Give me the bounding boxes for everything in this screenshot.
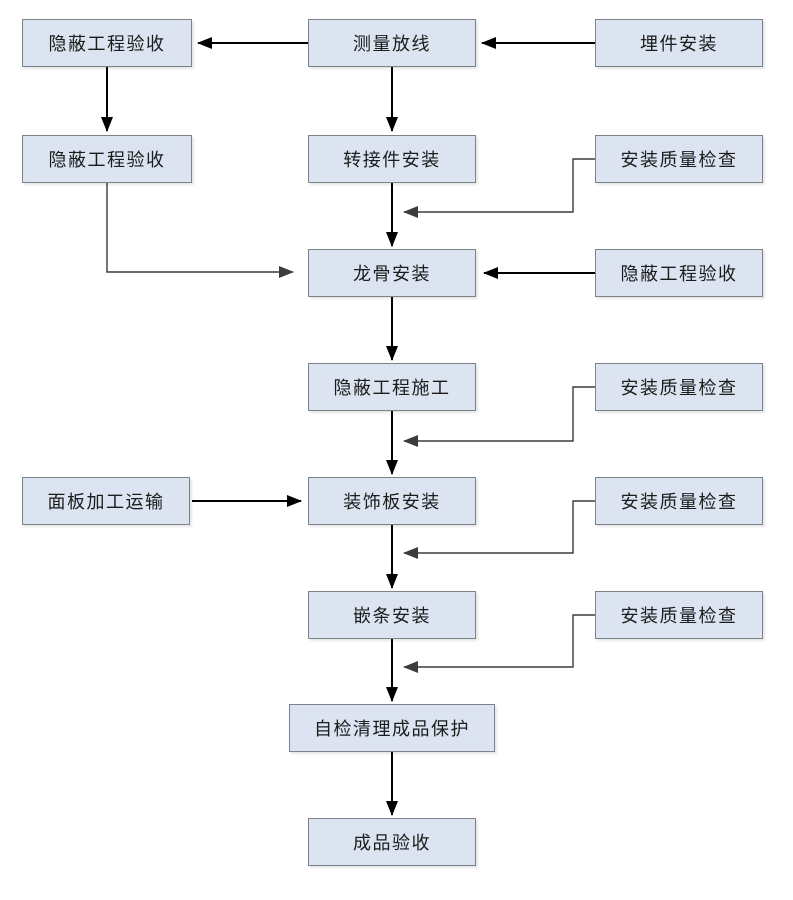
node-label: 隐蔽工程施工 bbox=[333, 378, 451, 399]
elbow-qc4 bbox=[403, 614, 595, 673]
node-hidden-work-construction: 隐蔽工程施工 bbox=[308, 363, 476, 411]
node-embedded-parts-install: 埋件安装 bbox=[595, 19, 763, 67]
node-decorative-panel-install: 装饰板安装 bbox=[308, 477, 476, 525]
node-adapter-install: 转接件安装 bbox=[308, 135, 476, 183]
node-hidden-work-acceptance-3: 隐蔽工程验收 bbox=[595, 249, 763, 297]
node-label: 嵌条安装 bbox=[353, 606, 431, 627]
node-label: 安装质量检查 bbox=[620, 150, 738, 171]
elbow-hidden2-to-keel bbox=[106, 183, 294, 278]
node-label: 转接件安装 bbox=[343, 150, 441, 171]
node-hidden-work-acceptance-1: 隐蔽工程验收 bbox=[22, 19, 192, 67]
node-survey-layout: 测量放线 bbox=[308, 19, 476, 67]
node-label: 安装质量检查 bbox=[620, 606, 738, 627]
node-label: 安装质量检查 bbox=[620, 378, 738, 399]
node-label: 安装质量检查 bbox=[620, 492, 738, 513]
node-install-quality-check-4: 安装质量检查 bbox=[595, 591, 763, 639]
node-label: 面板加工运输 bbox=[47, 492, 165, 513]
elbow-qc2 bbox=[403, 386, 595, 447]
elbow-qc1 bbox=[403, 158, 595, 218]
node-label: 埋件安装 bbox=[640, 34, 718, 55]
elbow-qc3 bbox=[403, 500, 595, 559]
node-self-check-cleanup-protection: 自检清理成品保护 bbox=[289, 704, 495, 752]
node-label: 隐蔽工程验收 bbox=[48, 34, 166, 55]
node-label: 自检清理成品保护 bbox=[314, 719, 470, 740]
node-hidden-work-acceptance-2: 隐蔽工程验收 bbox=[22, 135, 192, 183]
node-label: 成品验收 bbox=[353, 833, 431, 854]
node-trim-install: 嵌条安装 bbox=[308, 591, 476, 639]
node-finished-product-acceptance: 成品验收 bbox=[308, 818, 476, 866]
node-panel-processing-transport: 面板加工运输 bbox=[22, 477, 190, 525]
node-label: 测量放线 bbox=[353, 34, 431, 55]
node-keel-install: 龙骨安装 bbox=[308, 249, 476, 297]
node-install-quality-check-1: 安装质量检查 bbox=[595, 135, 763, 183]
node-label: 装饰板安装 bbox=[343, 492, 441, 513]
node-install-quality-check-3: 安装质量检查 bbox=[595, 477, 763, 525]
node-label: 隐蔽工程验收 bbox=[620, 264, 738, 285]
node-label: 龙骨安装 bbox=[353, 264, 431, 285]
node-install-quality-check-2: 安装质量检查 bbox=[595, 363, 763, 411]
node-label: 隐蔽工程验收 bbox=[48, 150, 166, 171]
